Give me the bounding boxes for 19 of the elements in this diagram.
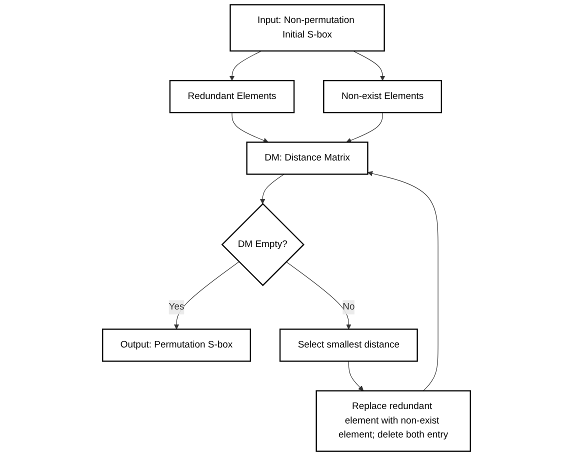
node-box: Redundant Elements — [169, 80, 295, 114]
node-box: Replace redundant element with non-exist element; delete both entry — [316, 390, 471, 452]
arrow — [286, 261, 352, 330]
node-box: Input: Non-permutation Initial S-box — [230, 4, 385, 52]
arrow — [232, 112, 268, 143]
node-box: Non-exist Elements — [323, 80, 442, 114]
node-box: DM: Distance Matrix — [246, 142, 368, 175]
arrow — [229, 50, 262, 81]
arrow — [174, 261, 240, 330]
arrow — [352, 50, 386, 81]
edge-label: No — [342, 302, 355, 312]
edge-label: Yes — [168, 302, 184, 312]
node-box: Output: Permutation S-box — [102, 328, 251, 362]
node-diamond: DM Empty? — [221, 203, 304, 286]
arrow — [348, 360, 364, 392]
arrow — [260, 174, 284, 204]
node-box: Select smallest distance — [279, 328, 418, 362]
arrow — [367, 171, 438, 392]
arrow — [346, 112, 383, 143]
